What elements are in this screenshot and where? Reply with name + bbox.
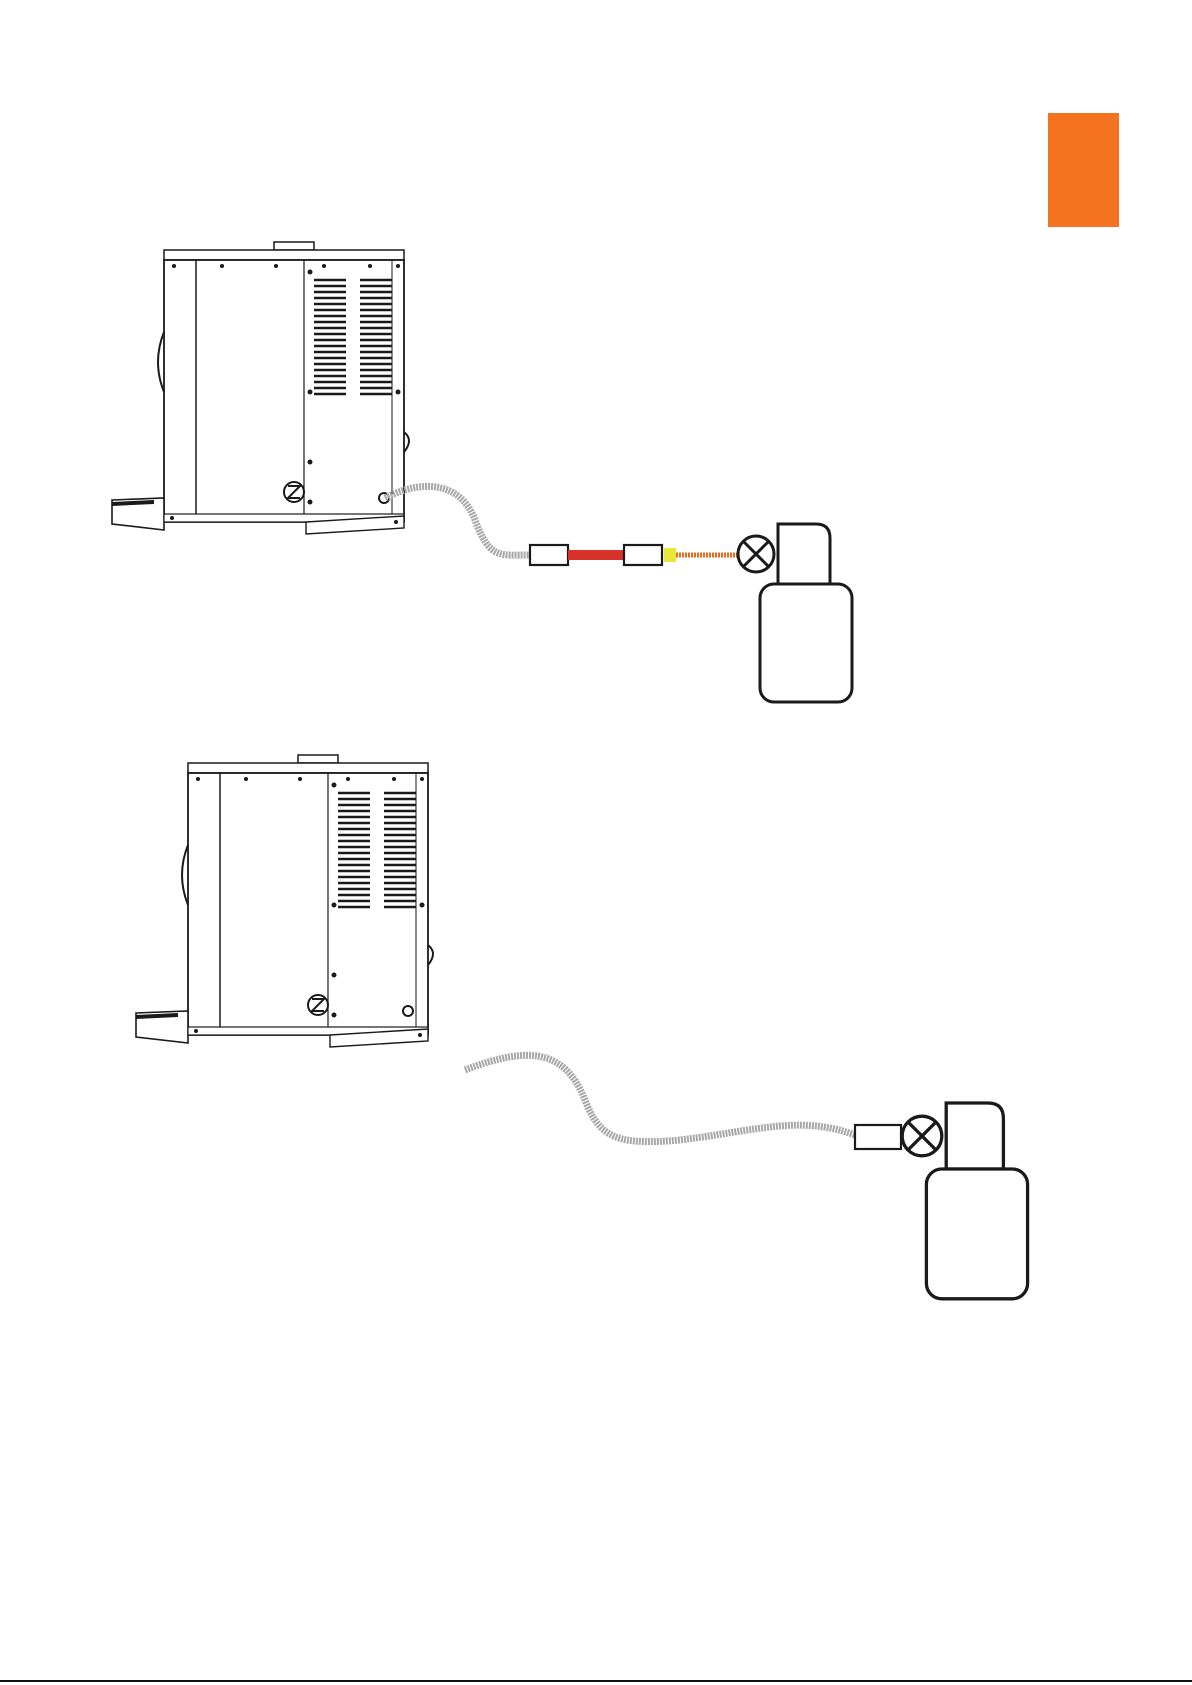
gas-appliance (112, 242, 409, 534)
connector (530, 545, 568, 565)
figure-with-pressure-reducer (112, 242, 852, 702)
pressure-hose (568, 550, 624, 560)
figure-direct-connection (136, 755, 1028, 1299)
braided-hose (385, 486, 530, 555)
page-bottom-rule (0, 1680, 1192, 1682)
adapter (664, 548, 676, 562)
gas-cylinder (738, 524, 852, 702)
braided-hose (465, 1055, 855, 1141)
connector (624, 545, 662, 565)
gas-appliance (136, 755, 433, 1047)
gas-cylinder (902, 1103, 1027, 1299)
connector (855, 1125, 901, 1149)
